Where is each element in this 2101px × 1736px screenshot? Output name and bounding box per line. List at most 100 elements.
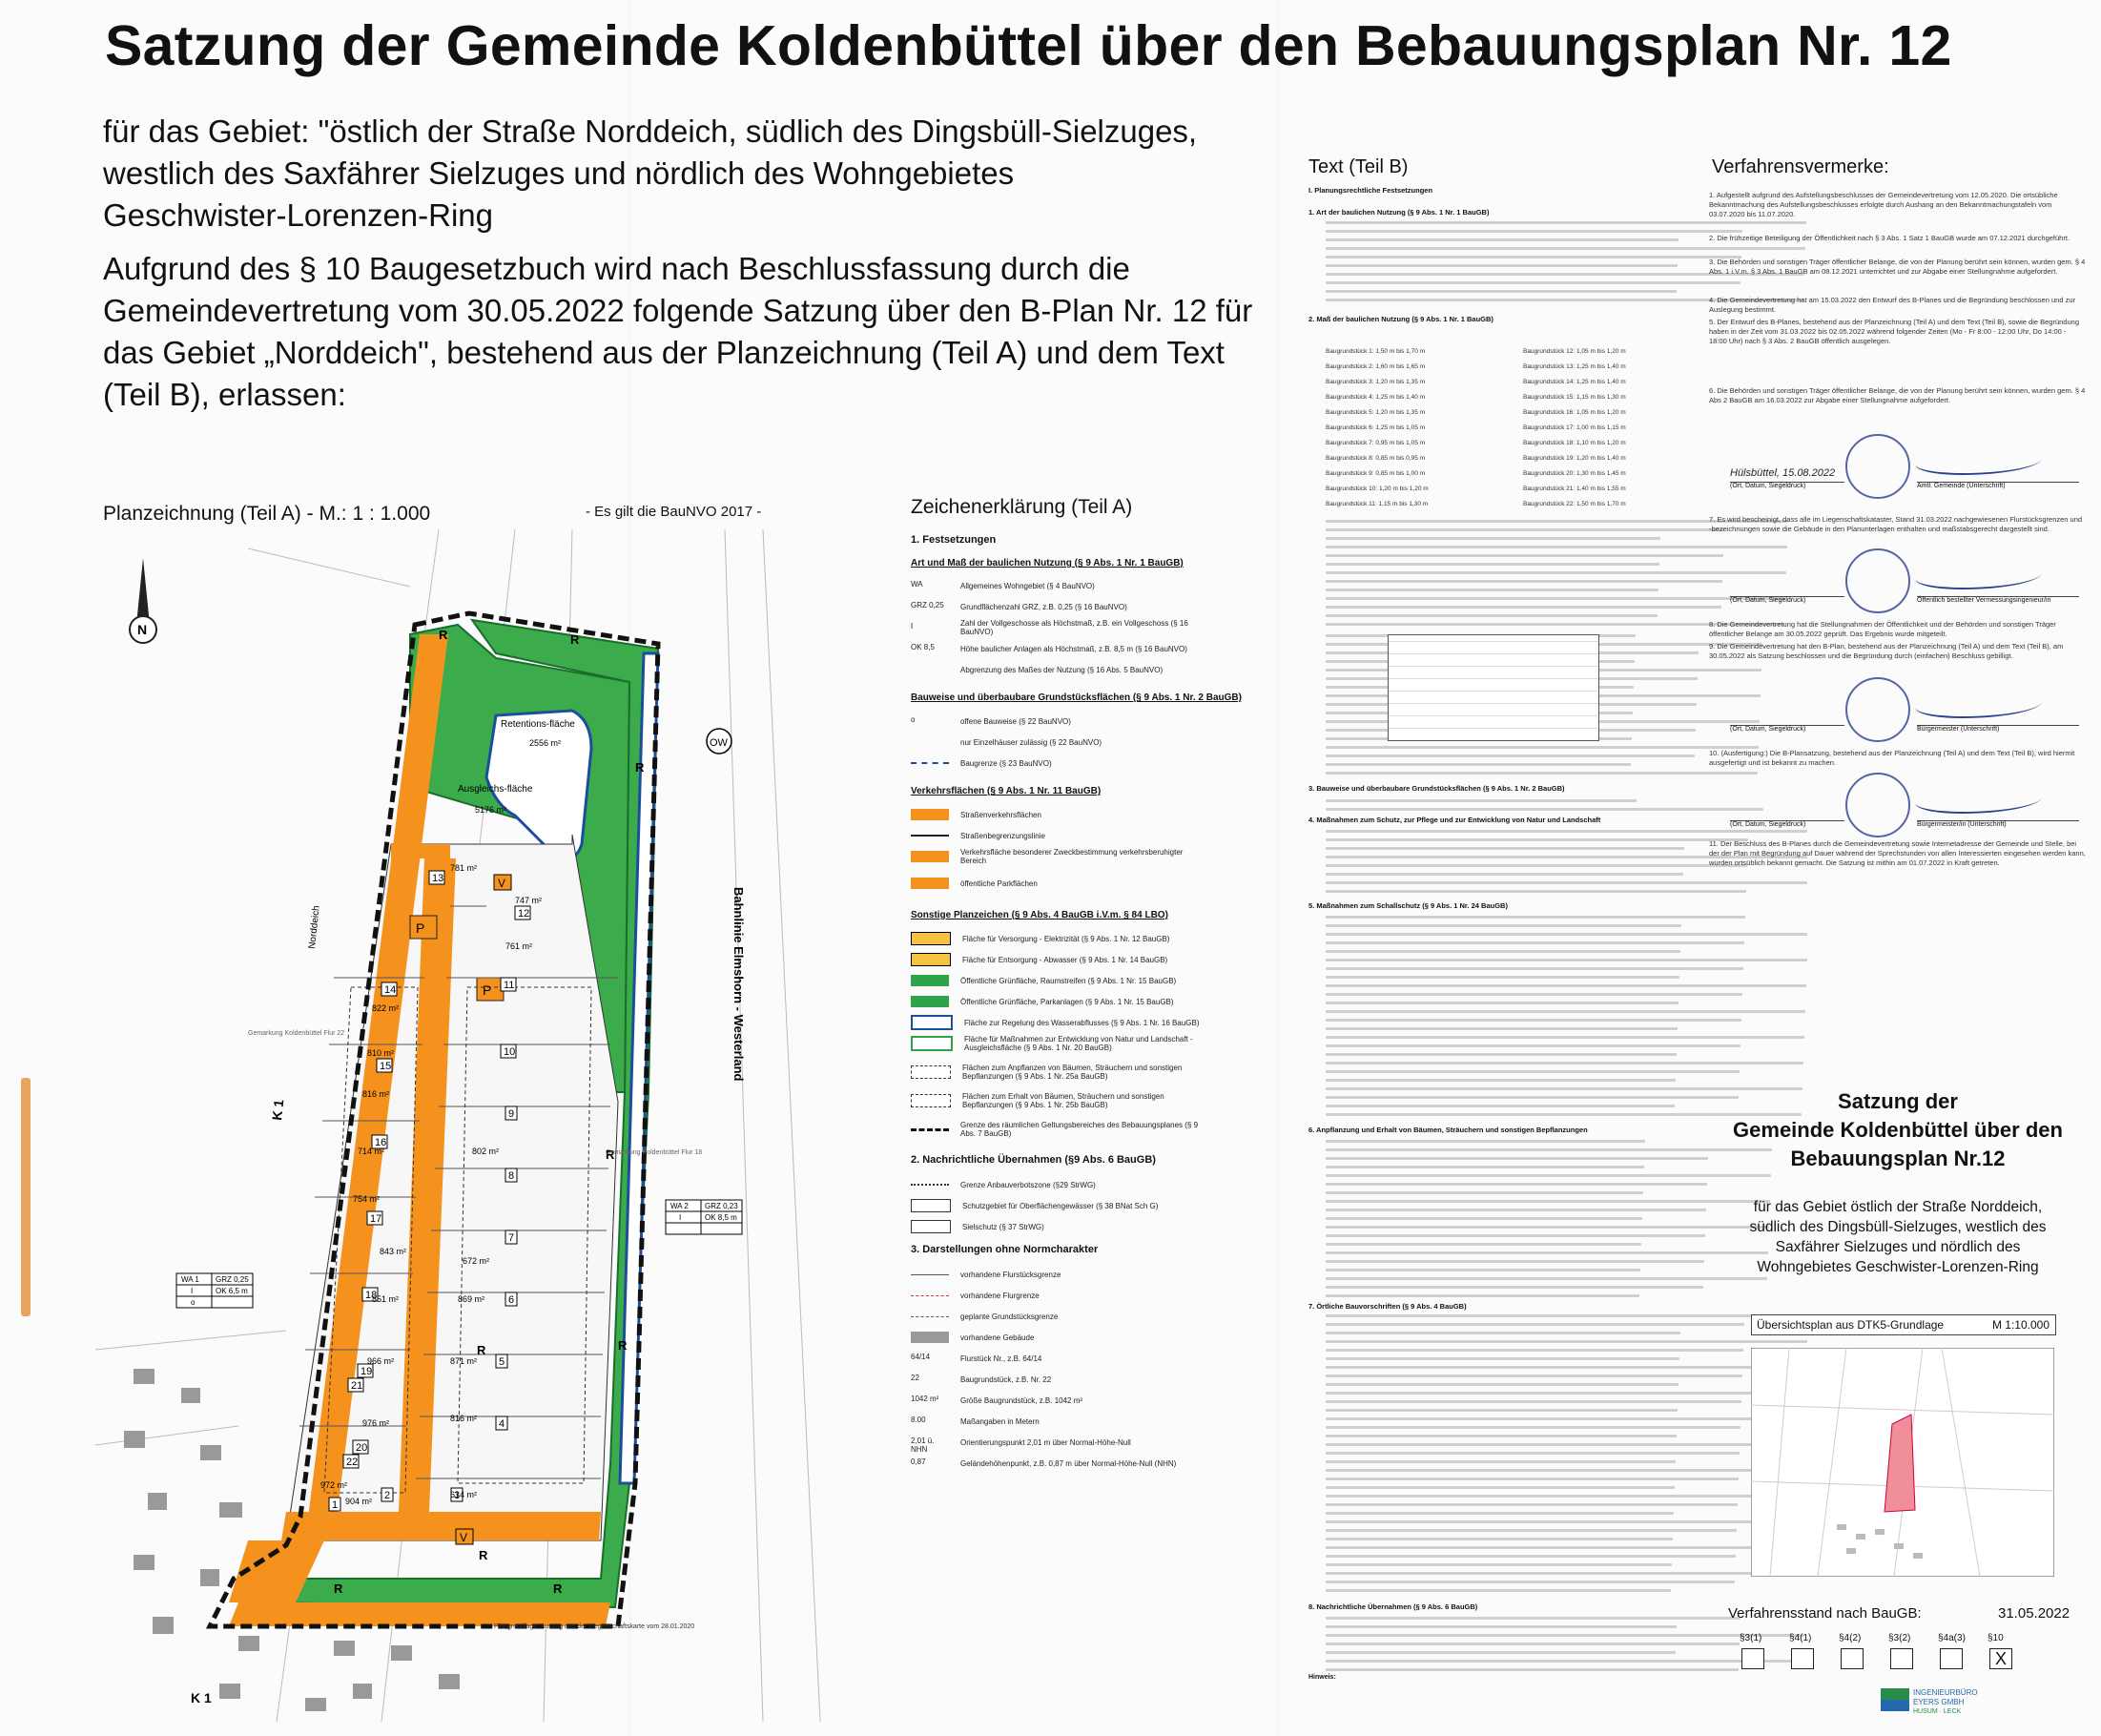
height-right-8: Baugrundstück 20: 1,30 m bis 1,45 m [1523, 470, 1626, 477]
text-line [1326, 1062, 1803, 1064]
text-line [1326, 1140, 1645, 1143]
step-checkbox-2 [1841, 1648, 1864, 1669]
text-line [1326, 1643, 1740, 1645]
signature-icon [1911, 692, 2047, 718]
svg-text:P: P [416, 920, 424, 936]
svg-text:3: 3 [454, 1490, 460, 1501]
text-line [1326, 799, 1637, 802]
sig-caption-2: (Ort, Datum, Siegeldruck) [1730, 596, 1844, 604]
text-line [1326, 1452, 1740, 1455]
text-line [1326, 856, 1807, 858]
legend-items_darst-text: vorhandene Gebäude [960, 1333, 1035, 1342]
legend-items_nachr-symbol [911, 1220, 951, 1233]
legend-items_darst-0: vorhandene Flurstücksgrenze [911, 1265, 1206, 1284]
legend-items_darst-text: geplante Grundstücksgrenze [960, 1312, 1059, 1321]
summary-title-3: Bebauungsplan Nr.12 [1790, 1147, 2006, 1170]
text-line [1326, 808, 1763, 811]
svg-text:851 m²: 851 m² [372, 1294, 399, 1304]
legend-items_sonstige-text: Fläche für Entsorgung - Abwasser (§ 9 Ab… [962, 955, 1168, 964]
height-left-4: Baugrundstück 5: 1,20 m bis 1,35 m [1326, 409, 1426, 416]
legend-items_darst-symbol-text: 8.00 [911, 1416, 926, 1424]
legend-items_sonstige-symbol [911, 953, 951, 966]
svg-text:761 m²: 761 m² [505, 941, 532, 951]
summary-area-2: südlich des Dingsbüll-Sielzuges, westlic… [1749, 1219, 2047, 1235]
plan-heading: Planzeichnung (Teil A) - M.: 1 : 1.000 [103, 503, 431, 525]
sig-place-1: Hülsbüttel, 15.08.2022 [1730, 467, 1836, 479]
text-line [1326, 1512, 1674, 1515]
text-line [1326, 1555, 1736, 1558]
text-line [1326, 221, 1806, 224]
svg-text:15: 15 [380, 1061, 391, 1072]
sig-role-4: Bürgermeister/in (Unterschrift) [1917, 820, 2079, 828]
step-label-1: §4(1) [1789, 1633, 1812, 1643]
overview-label: Übersichtsplan aus DTK5-Grundlage [1757, 1318, 1945, 1332]
text-line [1326, 1589, 1671, 1592]
svg-text:R: R [334, 1581, 343, 1596]
legend-items_darst-symbol: 22 [911, 1374, 949, 1385]
sig-role-3: Bürgermeister (Unterschrift) [1917, 725, 2079, 733]
svg-text:843 m²: 843 m² [380, 1247, 406, 1256]
verfahren-item-2: 2. Die frühzeitige Beteiligung der Öffen… [1709, 234, 2070, 242]
summary-area-1: für das Gebiet östlich der Straße Nordde… [1753, 1199, 2043, 1215]
summary-area-4: Wohngebietes Geschwister-Lorenzen-Ring [1757, 1259, 2039, 1275]
text-line [1326, 1277, 1767, 1280]
seal-stamp-icon [1845, 773, 1910, 837]
svg-text:614 m²: 614 m² [450, 1490, 477, 1499]
svg-text:4: 4 [499, 1418, 505, 1430]
text-line [1326, 230, 1742, 233]
legend-items_darst-text: Geländehöhenpunkt, z.B. 0,87 m über Norm… [960, 1458, 1177, 1468]
wa1-grz: GRZ 0,25 [216, 1275, 249, 1284]
svg-text:802 m²: 802 m² [472, 1147, 499, 1156]
svg-text:714 m²: 714 m² [358, 1147, 384, 1156]
verfahren-item-5: 5. Der Entwurf des B-Planes, bestehend a… [1709, 318, 2079, 345]
height-right-7: Baugrundstück 19: 1,20 m bis 1,40 m [1523, 455, 1626, 462]
text-line [1326, 1251, 1768, 1254]
legend-items_darst-symbol-text: 1042 m² [911, 1395, 939, 1403]
svg-text:816 m²: 816 m² [450, 1414, 477, 1423]
legend-items_sonstige-2: Öffentliche Grünfläche, Raumstreifen (§ … [911, 971, 1206, 990]
text-line [1326, 264, 1678, 267]
text-line [1326, 1495, 1802, 1498]
legend-items_darst-symbol: 8.00 [911, 1416, 949, 1427]
svg-text:966 m²: 966 m² [367, 1356, 394, 1366]
text-line [1326, 1366, 1806, 1369]
legend-items_darst-text: Orientierungspunkt 2,01 m über Normal-Hö… [960, 1437, 1131, 1447]
text-line [1326, 984, 1806, 987]
text-line [1326, 1617, 1741, 1620]
height-left-3: Baugrundstück 4: 1,25 m bis 1,40 m [1326, 394, 1426, 401]
legend-sub-sonstige: Sonstige Planzeichen (§ 9 Abs. 4 BauGB i… [911, 910, 1168, 920]
height-right-0: Baugrundstück 12: 1,05 m bis 1,20 m [1523, 348, 1626, 355]
text-line [1326, 950, 1680, 953]
legend-items_verkehr-3: öffentliche Parkflächen [911, 874, 1206, 893]
text-line [1326, 580, 1722, 583]
legend-items_verkehr-text: Straßenverkehrsflächen [960, 810, 1041, 819]
wa1-floors: I [191, 1287, 193, 1295]
svg-text:R: R [618, 1338, 628, 1353]
text-line [1326, 1070, 1740, 1073]
text-line [1326, 1036, 1804, 1039]
step-label-2: §4(2) [1839, 1633, 1862, 1643]
text-line [1326, 763, 1631, 766]
svg-text:14: 14 [384, 984, 396, 996]
gemarkung-right: Gemarkung Koldenbüttel Flur 18 [606, 1149, 702, 1156]
legend-items_darst-symbol-text: 0,87 [911, 1457, 926, 1466]
legend-items_darst-symbol [911, 1294, 949, 1296]
text-line [1326, 1217, 1642, 1220]
area-line-1: für das Gebiet: "östlich der Straße Nord… [103, 114, 1198, 149]
legend-items_sonstige-5: Fläche für Maßnahmen zur Entwicklung von… [911, 1034, 1206, 1053]
text-line [1326, 1503, 1738, 1506]
legend-items_nachr-text: Sielschutz (§ 37 StrWG) [962, 1222, 1044, 1231]
text-line [1326, 546, 1787, 548]
svg-text:R: R [570, 632, 580, 647]
legend-items_sonstige-symbol [911, 975, 949, 986]
step-label-0: §3(1) [1740, 1633, 1762, 1643]
legend-items_verkehr-symbol [911, 809, 949, 820]
legend-items_sonstige-3: Öffentliche Grünfläche, Parkanlagen (§ 9… [911, 992, 1206, 1011]
svg-text:781 m²: 781 m² [450, 863, 477, 873]
text-line [1326, 1243, 1641, 1246]
text-line [1326, 873, 1683, 876]
legend-items_darst-text: Baugrundstück, z.B. Nr. 22 [960, 1374, 1052, 1384]
text-b-table [1388, 634, 1599, 741]
verfahren-item-10: 10. (Ausfertigung:) Die B-Plansatzung, b… [1709, 749, 2075, 767]
